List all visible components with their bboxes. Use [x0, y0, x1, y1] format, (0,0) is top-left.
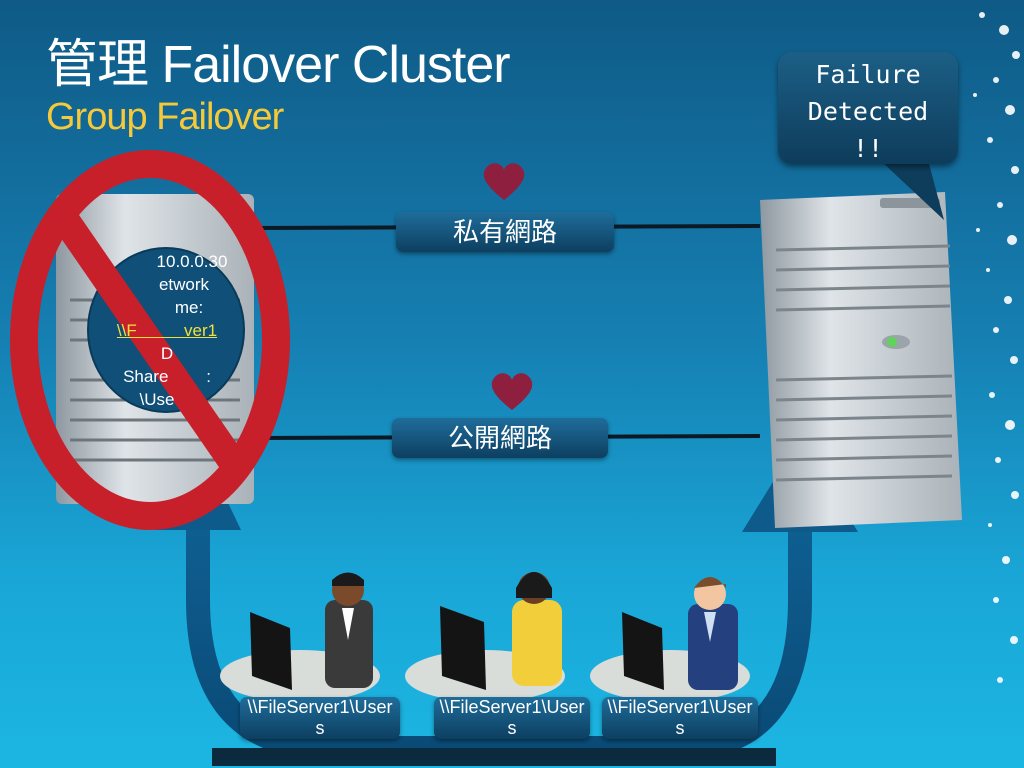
- resource-network-name-link[interactable]: \\F ver1: [116, 321, 218, 340]
- heartbeat-icon-public: [491, 373, 533, 410]
- client-workstation-3: [590, 577, 750, 702]
- resource-line-5: D: [160, 344, 174, 363]
- private-network-label: 私有網路: [396, 212, 614, 252]
- prohibited-icon: [10, 150, 290, 530]
- floor-bar: [212, 748, 776, 766]
- slide-subtitle: Group Failover: [46, 96, 284, 138]
- callout-line-3: !!: [852, 134, 884, 163]
- callout-line-2: Detected: [807, 97, 929, 126]
- active-server: [760, 192, 962, 528]
- failure-callout-text: Failure Detected !!: [778, 56, 958, 167]
- failure-callout-box: [778, 52, 958, 164]
- client-share-label-1: \\FileServer1\Users: [240, 697, 400, 739]
- callout-line-1: Failure: [815, 60, 921, 89]
- resource-line-2: etwork: [158, 275, 210, 294]
- callout-pointer: [880, 160, 944, 220]
- resource-line-6: Share :: [123, 367, 211, 386]
- client-workstation-2: [405, 572, 565, 702]
- client-workstation-1: [220, 572, 380, 702]
- client-share-label-3: \\FileServer1\Users: [602, 697, 758, 739]
- public-network-label: 公開網路: [392, 418, 608, 458]
- cluster-resource-info: 10.0.0.30 etwork me: \\F ver1 D Share : …: [92, 250, 242, 411]
- resource-line-3: me:: [174, 298, 204, 317]
- decorative-dots: [973, 12, 1020, 683]
- heartbeat-icon-private: [483, 163, 525, 200]
- client-share-label-2: \\FileServer1\Users: [434, 697, 590, 739]
- resource-ip: 10.0.0.30: [156, 252, 228, 271]
- slide-title: 管理 Failover Cluster: [46, 36, 511, 94]
- resource-line-7: \Use: [139, 390, 175, 409]
